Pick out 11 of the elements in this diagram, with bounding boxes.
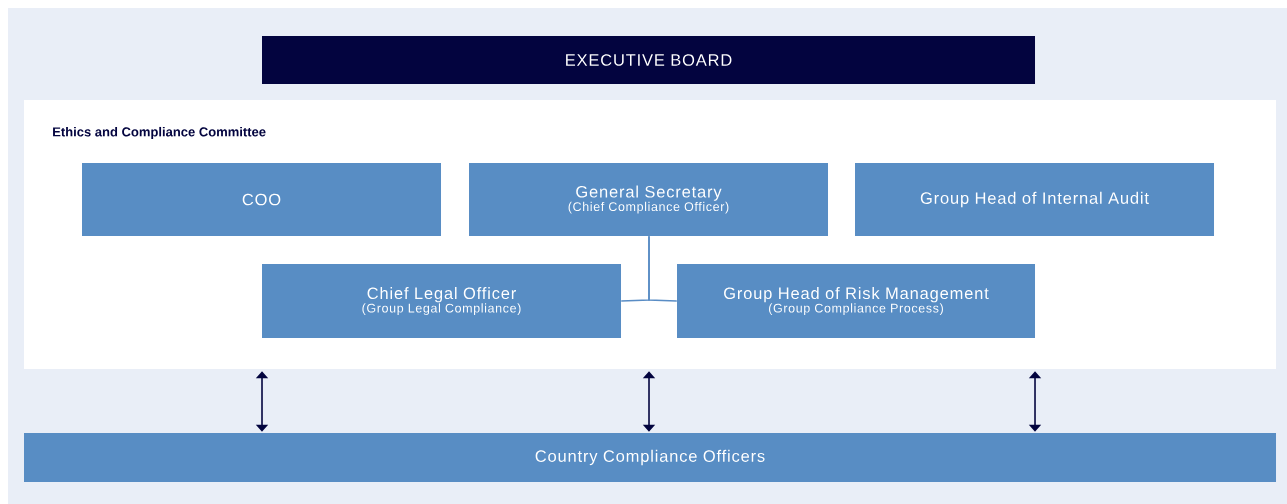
role-box: General Secretary (Chief Compliance Officer) <box>469 163 828 236</box>
double-arrow <box>255 371 269 432</box>
double-arrow <box>1028 371 1042 432</box>
role-box: Group Head of Internal Audit <box>855 163 1214 236</box>
role-box: COO <box>82 163 441 236</box>
role-box: Chief Legal Officer (Group Legal Compliance) <box>262 264 621 338</box>
board-box: EXECUTIVE BOARD <box>262 36 1035 84</box>
role-box: Group Head of Risk Management (Group Compliance Process) <box>677 264 1035 338</box>
double-arrow <box>642 371 656 432</box>
connector-line <box>648 235 678 302</box>
officers-bar: Country Compliance Officers <box>24 433 1276 482</box>
